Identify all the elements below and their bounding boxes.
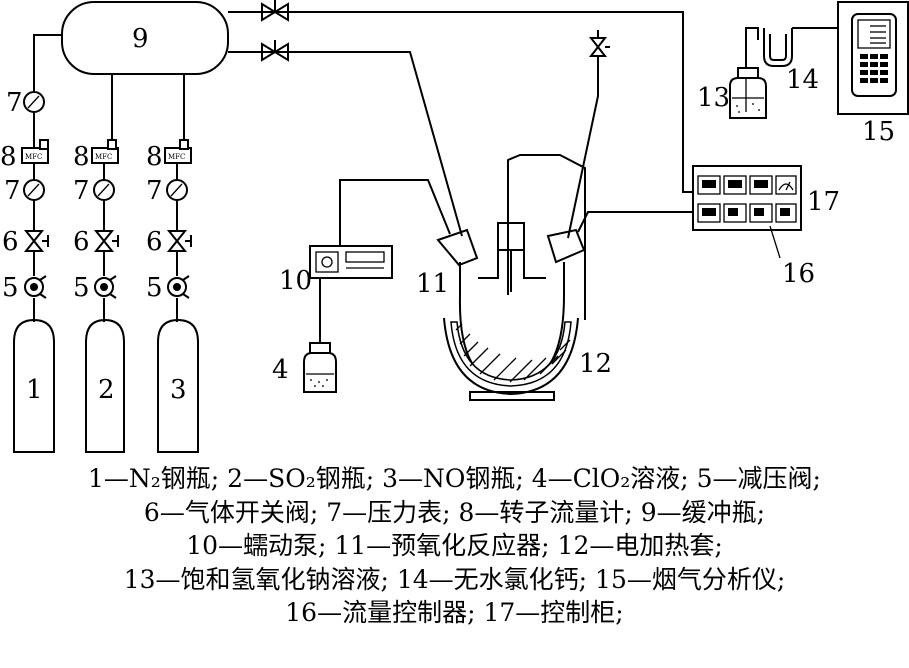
label-14: 14 [786, 65, 819, 95]
label-7: 7 [4, 176, 21, 206]
outlet-valve-icon [261, 0, 289, 22]
reducing-valve-icon [94, 275, 117, 299]
label-4: 4 [272, 355, 289, 385]
svg-text:15: 15 [360, 253, 370, 262]
label-13: 13 [697, 83, 730, 113]
label-7-top: 7 [6, 88, 23, 118]
gas-cylinder-2: 2 [85, 318, 125, 453]
flowmeter-icon: MFC [164, 139, 192, 164]
svg-text:MFC: MFC [25, 153, 42, 161]
label-6: 6 [73, 227, 90, 257]
svg-text:MFC: MFC [95, 153, 112, 161]
tank-outlet-line-to-reactor [228, 51, 463, 237]
control-line [577, 211, 700, 233]
label-8: 8 [73, 142, 90, 172]
clo2-solution-bottle [303, 342, 337, 393]
switch-valve-icon [23, 230, 49, 252]
calcium-chloride-tube [763, 27, 838, 67]
pressure-gauge-icon [93, 179, 115, 201]
label-6: 6 [146, 227, 163, 257]
legend-line: 16—流量控制器; 17—控制柜; [285, 598, 624, 627]
gas-cylinder-1: 1 [13, 318, 55, 453]
tank-outlet-line-top [228, 11, 700, 193]
reducing-valve-icon [167, 275, 190, 299]
thermocouple-probe [507, 154, 586, 320]
label-9: 9 [132, 24, 149, 54]
gas-line-3 [176, 74, 185, 322]
figure-legend: 1—N₂钢瓶; 2—SO₂钢瓶; 3—NO钢瓶; 4—ClO₂溶液; 5—减压阀… [0, 462, 909, 630]
label-5: 5 [73, 273, 90, 303]
reducing-valve-icon [24, 275, 47, 299]
label-16: 16 [782, 259, 815, 289]
label-16-leader [769, 225, 781, 259]
gas-line-1 [33, 34, 62, 322]
switch-valve-icon [166, 230, 192, 252]
label-7: 7 [73, 176, 90, 206]
label-12: 12 [579, 349, 612, 379]
svg-text:1: 1 [26, 375, 43, 405]
buffer-tank [61, 1, 229, 75]
svg-text:2: 2 [98, 375, 115, 405]
legend-line: 6—气体开关阀; 7—压力表; 8—转子流量计; 9—缓冲瓶; [143, 497, 766, 527]
control-cabinet [692, 165, 802, 231]
outlet-valve-icon [261, 40, 289, 62]
gas-cylinder-3: 3 [157, 318, 199, 453]
label-8: 8 [146, 142, 163, 172]
pressure-gauge-icon [23, 179, 45, 201]
legend-line: 1—N₂钢瓶; 2—SO₂钢瓶; 3—NO钢瓶; 4—ClO₂溶液; 5—减压阀… [88, 464, 821, 493]
flowmeter-icon: MFC [21, 139, 49, 164]
switch-valve-icon [93, 230, 119, 252]
reactor-outlet-line [567, 30, 599, 239]
label-15: 15 [862, 117, 895, 147]
label-17: 17 [807, 187, 840, 217]
label-5: 5 [146, 273, 163, 303]
heating-jacket [443, 317, 579, 401]
svg-text:MFC: MFC [168, 153, 185, 161]
pressure-gauge-icon [166, 179, 188, 201]
label-5: 5 [2, 273, 19, 303]
label-6: 6 [2, 227, 19, 257]
svg-text:3: 3 [170, 375, 187, 405]
label-11: 11 [416, 269, 449, 299]
peristaltic-pump: 15 [309, 245, 393, 279]
pump-feed-line [339, 179, 451, 246]
reactor-flask [436, 222, 586, 387]
legend-line: 10—蠕动泵; 11—预氧化反应器; 12—电加热套; [186, 531, 723, 560]
pressure-gauge-icon [23, 91, 45, 113]
naoh-solution-bottle [729, 27, 767, 119]
flue-gas-analyzer [837, 1, 909, 115]
label-8: 8 [0, 142, 17, 172]
label-7: 7 [146, 176, 163, 206]
flowmeter-icon: MFC [91, 139, 119, 164]
legend-line: 13—饱和氢氧化钠溶液; 14—无水氯化钙; 15—烟气分析仪; [123, 564, 786, 594]
label-10: 10 [279, 266, 312, 296]
gas-line-2 [103, 74, 113, 322]
experimental-setup-diagram: 9 7 MFC MFC MFC [0, 0, 909, 453]
outlet-valve-icon [588, 37, 610, 57]
